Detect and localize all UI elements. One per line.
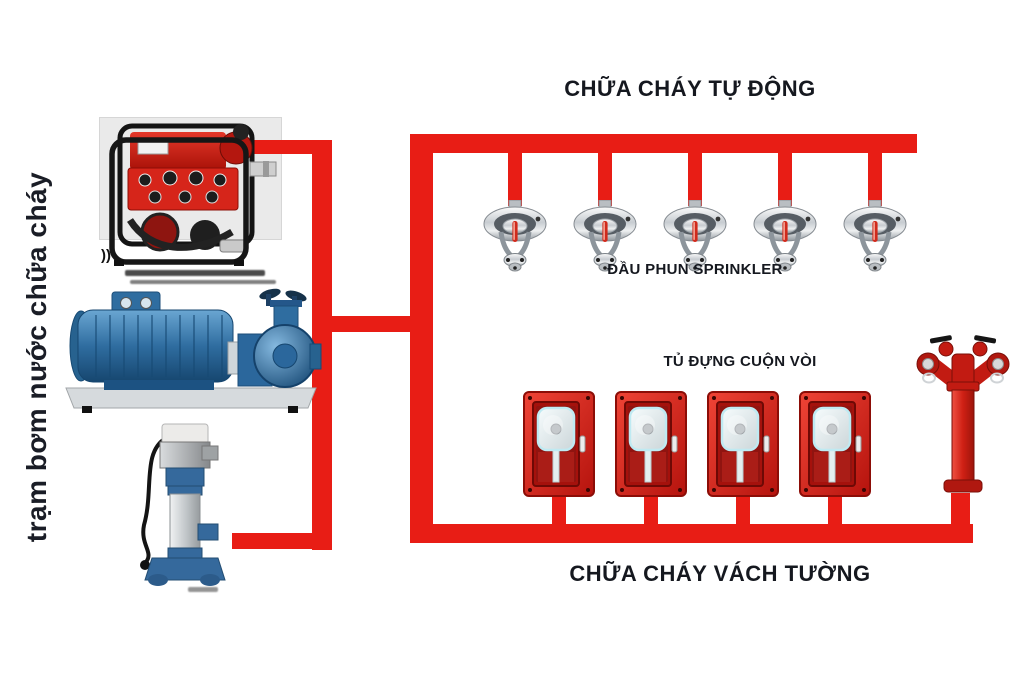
sprinkler-row — [481, 200, 909, 272]
pump3-caption-smudge — [188, 587, 218, 592]
hose-cabinet-row — [523, 391, 871, 497]
vertical-multistage-pump-icon — [122, 420, 240, 605]
pipe-portable-pump-outlet — [250, 140, 332, 154]
photo-caption-smudge — [125, 270, 265, 276]
sprinkler-head-icon — [753, 200, 817, 272]
pipe-bottom-branch — [410, 524, 973, 543]
hose-system-title: CHỮA CHÁY VÁCH TƯỜNG — [569, 561, 871, 586]
hose-cabinet-icon — [615, 391, 687, 497]
pump-station-label: trạm bơm nước chữa cháy — [21, 171, 52, 543]
fire-hydrant-icon — [916, 330, 1010, 502]
pipe-pump-header — [312, 140, 332, 550]
hose-cabinet-icon — [799, 391, 871, 497]
pipe-header-to-riser — [316, 316, 422, 332]
hose-cabinet-icon — [523, 391, 595, 497]
pipe-sprinkler-drop — [778, 150, 792, 206]
photo-quote-mark: )) — [101, 247, 111, 264]
sprinkler-drop-pipes — [508, 150, 882, 206]
pipe-sprinkler-drop — [688, 150, 702, 206]
sprinkler-head-icon — [843, 200, 907, 272]
sprinkler-head-icon — [573, 200, 637, 272]
pipe-sprinkler-drop — [868, 150, 882, 206]
pipe-cabinet-drop — [552, 494, 566, 526]
cabinet-drop-pipes — [552, 494, 842, 526]
hose-cabinet-icon — [707, 391, 779, 497]
portable-fire-pump-icon — [100, 120, 280, 268]
pipe-multistage-pump-outlet — [232, 533, 324, 549]
sprinkler-system-title: CHỮA CHÁY TỰ ĐỘNG — [564, 76, 816, 101]
photo-caption-smudge — [130, 280, 276, 284]
pipe-sprinkler-drop — [598, 150, 612, 206]
pipe-cabinet-drop — [736, 494, 750, 526]
pipe-cabinet-drop — [828, 494, 842, 526]
sprinkler-head-icon — [483, 200, 547, 272]
sprinkler-head-icon — [663, 200, 727, 272]
hose-cabinet-label: TỦ ĐỰNG CUỘN VÒI — [663, 353, 817, 370]
sprinkler-device-label: ĐẦU PHUN SPRINKLER — [607, 261, 783, 278]
pipe-hydrant-riser — [951, 493, 970, 528]
pipe-sprinkler-drop — [508, 150, 522, 206]
centrifugal-pump-icon — [60, 288, 322, 416]
pipe-top-branch — [410, 134, 917, 153]
pipe-cabinet-drop — [644, 494, 658, 526]
pipe-main-riser — [410, 134, 433, 543]
